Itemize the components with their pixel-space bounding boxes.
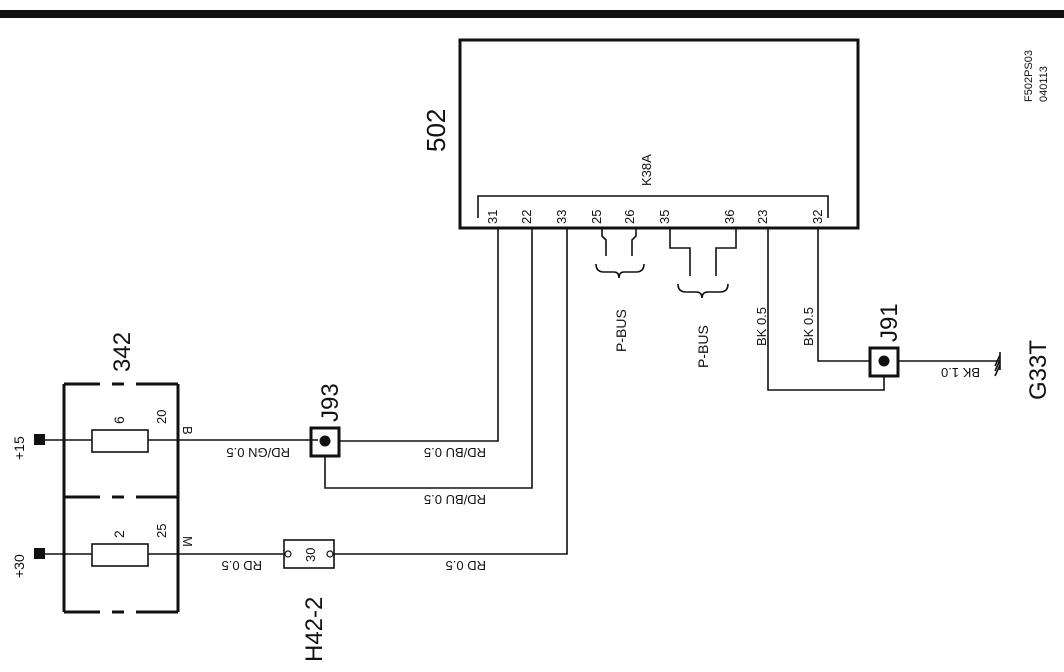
connector-bracket [477, 195, 829, 218]
pbus-pair-1 [595, 228, 645, 279]
wire-label: BK 1.0 [941, 365, 980, 380]
connector-pin-left [284, 550, 292, 558]
junction-j93-label: J93 [317, 383, 344, 422]
terminal-plus15 [34, 434, 45, 445]
ground-symbol [994, 352, 1001, 377]
pin-label: 35 [657, 210, 672, 224]
wire-to-pin22 [324, 228, 533, 489]
wire-label: BK 0.5 [754, 307, 769, 346]
pin-label: 22 [519, 210, 534, 224]
fuse-box-id: 342 [109, 332, 136, 372]
pin-label: 32 [810, 210, 825, 224]
pin-label: 26 [622, 210, 637, 224]
connector-id: H42-2 [301, 597, 328, 662]
connector-pin-right [326, 550, 334, 558]
pin-label: 23 [755, 210, 770, 224]
fuse-number: 2 [111, 530, 127, 538]
pin-labels: 31 22 33 25 26 35 36 23 32 [485, 210, 825, 224]
wire-to-pin31 [339, 228, 499, 442]
pin-label: 31 [485, 210, 500, 224]
sheet-date: 040113 [1038, 66, 1050, 102]
junction-j93-dot [319, 435, 331, 447]
pin-label: 25 [589, 210, 604, 224]
control-unit-id: 502 [421, 109, 451, 152]
pin-label: 36 [722, 210, 737, 224]
fuse-2 [91, 543, 149, 567]
terminal-plus30 [34, 548, 45, 559]
pbus-label-1: P-BUS [613, 309, 629, 352]
connector-pin: 30 [303, 548, 318, 562]
fuse-number: 6 [111, 416, 127, 424]
fuse-code: B [180, 426, 195, 435]
top-border [0, 10, 1064, 18]
supply-plus15: +15 [11, 436, 27, 460]
wire-from-pin23 [767, 228, 885, 391]
fuse-code: M [180, 536, 195, 547]
control-unit-box [458, 38, 860, 230]
wire-label: RD/BU 0.5 [424, 492, 486, 507]
junction-j91-label: J91 [876, 303, 903, 342]
pbus-label-2: P-BUS [695, 325, 711, 368]
pbus-pair-2 [669, 228, 737, 299]
wire-to-pin33 [334, 228, 568, 555]
supply-plus30: +30 [11, 554, 27, 578]
wire-label: BK 0.5 [801, 307, 816, 346]
ground-id: G33T [1025, 340, 1052, 400]
fuse-box-342 [62, 382, 180, 614]
connector-k38a: K38A [639, 154, 654, 186]
fuse-pin: 25 [154, 524, 169, 538]
fuse-pin: 20 [154, 410, 169, 424]
wire-label: RD/BU 0.5 [424, 445, 486, 460]
pin-label: 33 [554, 210, 569, 224]
wire-label: RD 0.5 [222, 558, 262, 573]
wire-label: RD/GN 0.5 [226, 445, 290, 460]
junction-j91-dot [878, 355, 890, 367]
wire-from-pin32 [817, 228, 870, 362]
wire-label: RD 0.5 [446, 558, 486, 573]
fuse-6 [91, 429, 149, 453]
sheet-code: F502PS03 [1023, 50, 1035, 102]
